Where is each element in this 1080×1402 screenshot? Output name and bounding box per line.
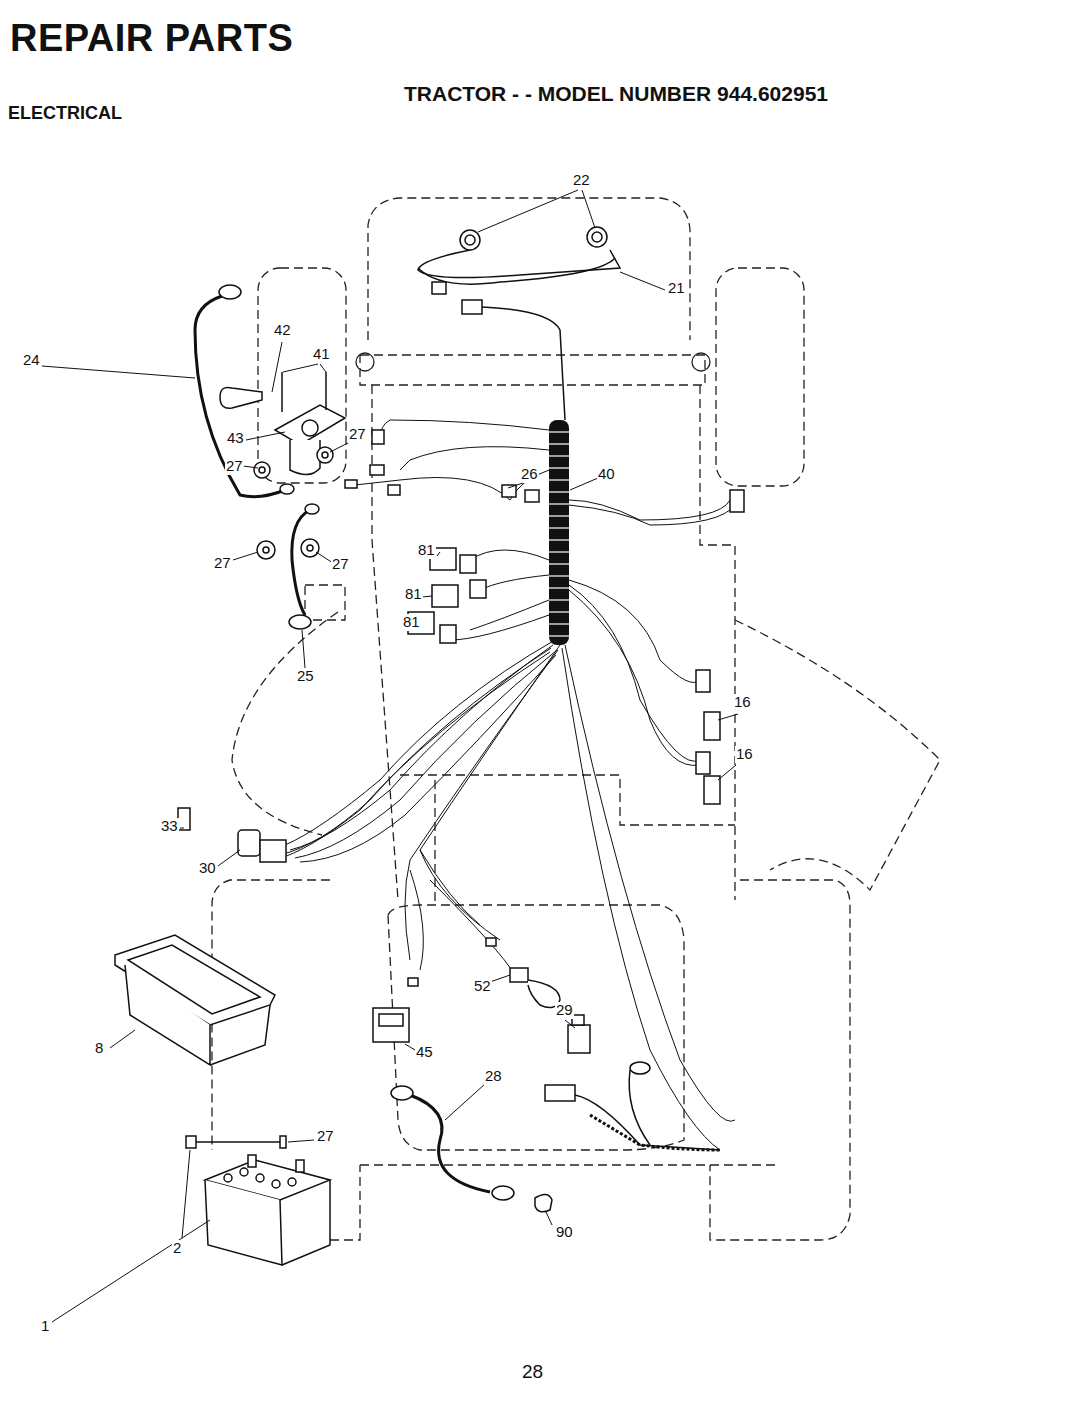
callout-number: 30 [198,860,217,877]
callout-number: 1 [40,1318,50,1335]
callout-number: 24 [22,352,41,369]
callout-number: 27 [213,555,232,572]
section-subheading: ELECTRICAL [8,104,122,124]
callout-number: 81 [417,542,436,559]
callout-number: 90 [555,1224,574,1241]
callout-number: 42 [273,322,292,339]
callout-number: 27 [225,458,244,475]
callout-number: 27 [348,426,367,443]
section-heading: TRACTOR - - MODEL NUMBER 944.602951 [404,82,828,105]
callout-number: 41 [312,346,331,363]
callout-number: 45 [415,1044,434,1061]
callout-number: 2 [172,1240,182,1257]
page-number: 28 [522,1362,543,1383]
callout-number: 43 [226,430,245,447]
callout-number: 25 [296,668,315,685]
callout-number: 81 [404,586,423,603]
callout-number: 81 [402,614,421,631]
callout-number: 22 [572,172,591,189]
page-title: REPAIR PARTS [10,18,293,60]
callout-number: 16 [733,694,752,711]
callout-number: 40 [597,466,616,483]
callout-number: 27 [331,556,350,573]
callout-number: 28 [484,1068,503,1085]
callout-number: 52 [473,978,492,995]
callout-number: 8 [94,1040,104,1057]
callout-number: 27 [316,1128,335,1145]
callout-number: 26 [520,466,539,483]
callout-number: 21 [667,280,686,297]
callout-number: 16 [735,746,754,763]
callout-number: 33 [160,818,179,835]
callout-number: 29 [555,1002,574,1019]
